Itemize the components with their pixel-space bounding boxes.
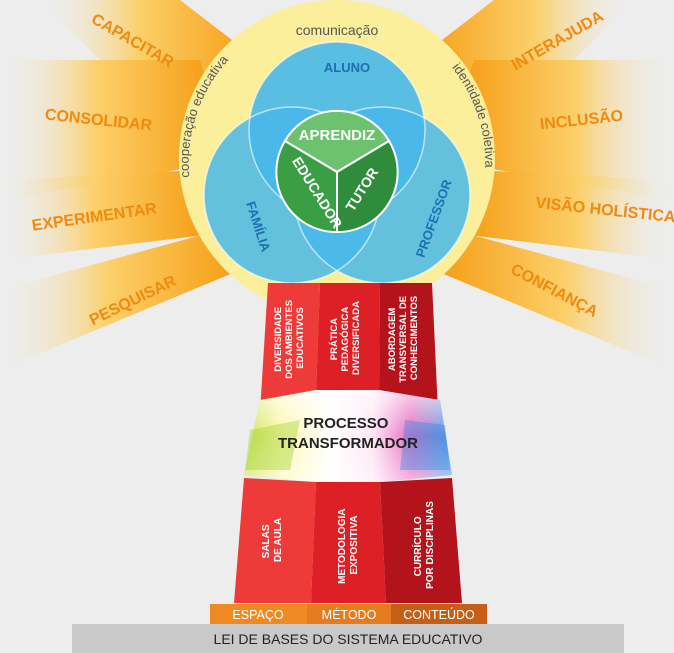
lower-column-3 (380, 478, 462, 603)
upper-column-2-text: PRÁTICA PEDAGÓGICA DIVERSIFICADA (329, 301, 362, 375)
lower-column-3-text: CURRÍCULO POR DISCIPLINAS (411, 501, 436, 589)
base-label-bar (210, 604, 487, 624)
base-label-espaco: ESPAÇO (232, 608, 283, 622)
core-segment-tutor (336, 139, 399, 234)
base-metodo (307, 604, 391, 624)
foundation-label: LEI DE BASES DO SISTEMA EDUCATIVO (214, 631, 483, 647)
ring-label-top-alt: comunicação (296, 22, 379, 38)
core-label-aprendiz: APRENDIZ (299, 127, 376, 144)
venn-label-aluno: ALUNO (324, 60, 370, 75)
process-title: PROCESSO TRANSFORMADOR (278, 415, 418, 452)
base-espaco (210, 604, 307, 624)
lower-column-1-text: SALAS DE AULA (261, 518, 284, 562)
core-circle (275, 109, 399, 234)
lower-column-2-text: METODOLOGIA EXPOSITIVA (337, 506, 360, 584)
upper-column-1-text: DIVERSIDADE DOS AMBIENTES EDUCATIVOS (273, 297, 306, 378)
lower-columns (234, 478, 462, 603)
lower-column-1 (234, 478, 316, 603)
process-band (244, 390, 452, 482)
upper-column-3 (379, 283, 438, 412)
upper-column-3-text: ABORDAGEM TRANSVERSAL DE CONHECIMENTOS (387, 293, 420, 383)
base-label-conteudo: CONTEÚDO (403, 607, 475, 622)
upper-columns (260, 283, 438, 412)
upper-column-2 (316, 283, 380, 395)
core-segment-educador (275, 139, 338, 234)
base-label-metodo: MÉTODO (322, 607, 377, 622)
foundation-bar (72, 624, 624, 653)
lower-column-2 (311, 482, 386, 603)
base-conteudo (391, 604, 487, 624)
upper-column-1 (260, 283, 320, 412)
core-segment-aprendiz (283, 109, 391, 174)
